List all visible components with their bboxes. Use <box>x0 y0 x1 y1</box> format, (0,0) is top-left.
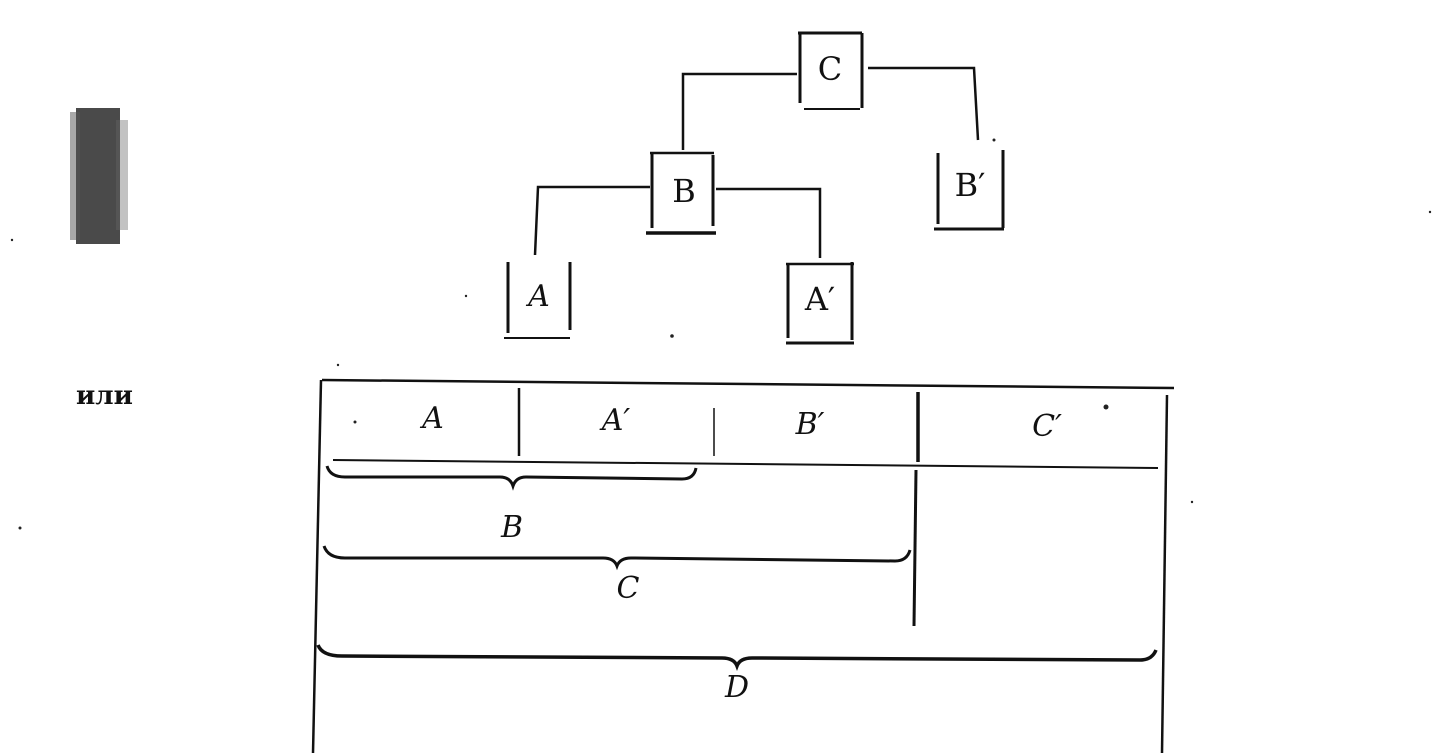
node-label-Aprime: A′ <box>804 280 835 318</box>
node-label-B: B <box>672 172 696 210</box>
brace-B: B <box>325 465 698 545</box>
tree-edges <box>533 66 980 258</box>
tree-diagram: C B B′ <box>504 31 1005 345</box>
linear-layout-diagram: A A′ B′ C′ B C D <box>311 378 1175 753</box>
tree-node-Aprime: A′ <box>786 262 854 345</box>
tree-node-B: B <box>646 151 716 235</box>
scan-specks <box>10 138 1432 530</box>
edge-B-A <box>533 185 650 256</box>
node-label-Bprime: B′ <box>955 166 986 204</box>
edge-C-Bprime <box>868 66 980 141</box>
edge-B-Aprime <box>716 187 822 258</box>
edge-C-B <box>681 72 797 150</box>
node-label-C: C <box>818 50 842 88</box>
node-label-A: A <box>525 279 550 314</box>
brace-D: D <box>316 644 1158 705</box>
print-smudge <box>70 108 128 244</box>
cell-label-Aprime: A′ <box>599 403 631 438</box>
brace-label-D: D <box>724 670 749 705</box>
brace-label-C: C <box>617 571 640 606</box>
tree-node-Bprime: B′ <box>934 150 1005 231</box>
brace-label-B: B <box>500 510 523 545</box>
cell-label-Cprime: C′ <box>1032 409 1062 444</box>
cell-label-Bprime: B′ <box>795 407 825 442</box>
brace-C: C <box>322 545 912 606</box>
tree-node-C: C <box>798 31 864 110</box>
cell-label-A: A <box>419 401 444 436</box>
table-frame <box>311 378 1175 753</box>
separator-word: или <box>76 381 133 411</box>
tree-node-A: A <box>504 262 572 339</box>
